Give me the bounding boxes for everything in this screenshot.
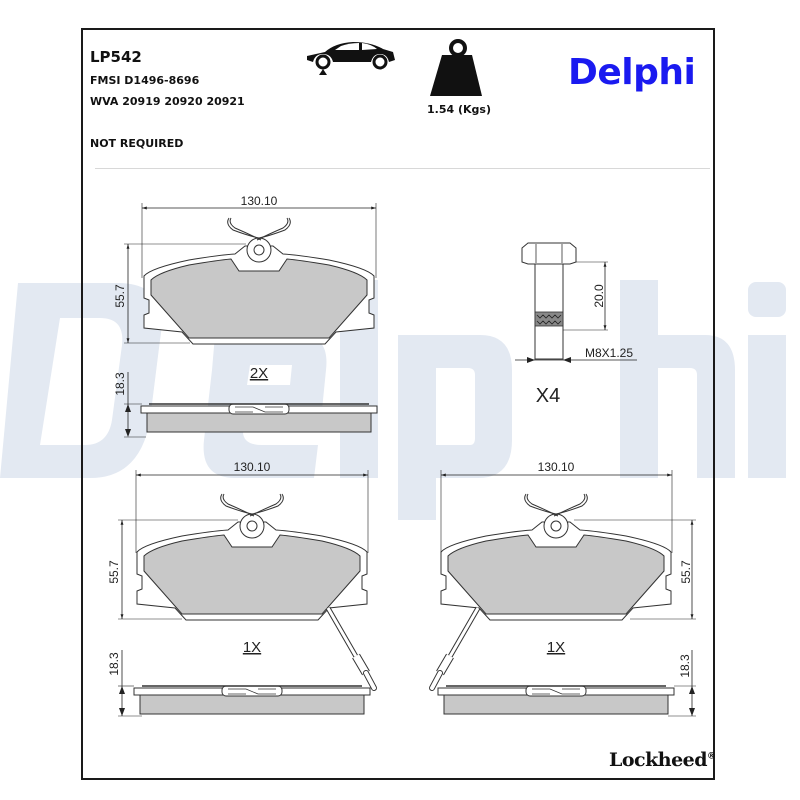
header-divider xyxy=(95,168,710,169)
bottom-right-pad-thickness-dim: 18.3 xyxy=(678,654,692,678)
top-pad-quantity: 2X xyxy=(250,365,268,382)
bottom-right-pad-height-dim: 55.7 xyxy=(679,560,693,584)
wva-numbers: WVA 20919 20920 20921 xyxy=(90,95,245,108)
bottom-left-pad-width-dim: 130.10 xyxy=(234,460,271,474)
top-pad-width-dim: 130.10 xyxy=(241,194,278,208)
weight-label: 1.54 (Kgs) xyxy=(427,103,491,116)
top-pad-height-dim: 55.7 xyxy=(113,284,127,308)
wear-indicator-note: NOT REQUIRED xyxy=(90,137,184,150)
bottom-left-pad-face-view xyxy=(118,470,377,691)
car-front-axle-icon xyxy=(307,42,395,75)
weight-icon xyxy=(430,39,482,96)
lockheed-logo: Lockheed® xyxy=(609,749,716,771)
lockheed-text: Lockheed xyxy=(609,749,708,771)
bolt-length-dim: 20.0 xyxy=(592,284,606,308)
bottom-right-pad-side-view xyxy=(437,650,696,717)
bottom-right-pad-quantity: 1X xyxy=(547,639,565,656)
bottom-left-pad-side-view xyxy=(118,650,371,717)
bottom-right-pad-width-dim: 130.10 xyxy=(538,460,575,474)
delphi-logo: Delphi xyxy=(568,52,696,93)
top-pad-side-view xyxy=(124,372,378,438)
top-pad-face-view xyxy=(124,203,377,345)
bottom-right-pad-face-view xyxy=(429,470,696,691)
top-pad-thickness-dim: 18.3 xyxy=(113,372,127,396)
bolt-quantity: X4 xyxy=(536,385,560,407)
bottom-left-pad-height-dim: 55.7 xyxy=(107,560,121,584)
bolt-thread-dim: M8X1.25 xyxy=(585,346,633,360)
registered-mark: ® xyxy=(707,751,716,762)
bottom-left-pad-quantity: 1X xyxy=(243,639,261,656)
guide-bolt-drawing xyxy=(515,242,637,363)
part-code: LP542 xyxy=(90,48,142,66)
bottom-left-pad-thickness-dim: 18.3 xyxy=(107,652,121,676)
fmsi-number: FMSI D1496-8696 xyxy=(90,74,200,87)
